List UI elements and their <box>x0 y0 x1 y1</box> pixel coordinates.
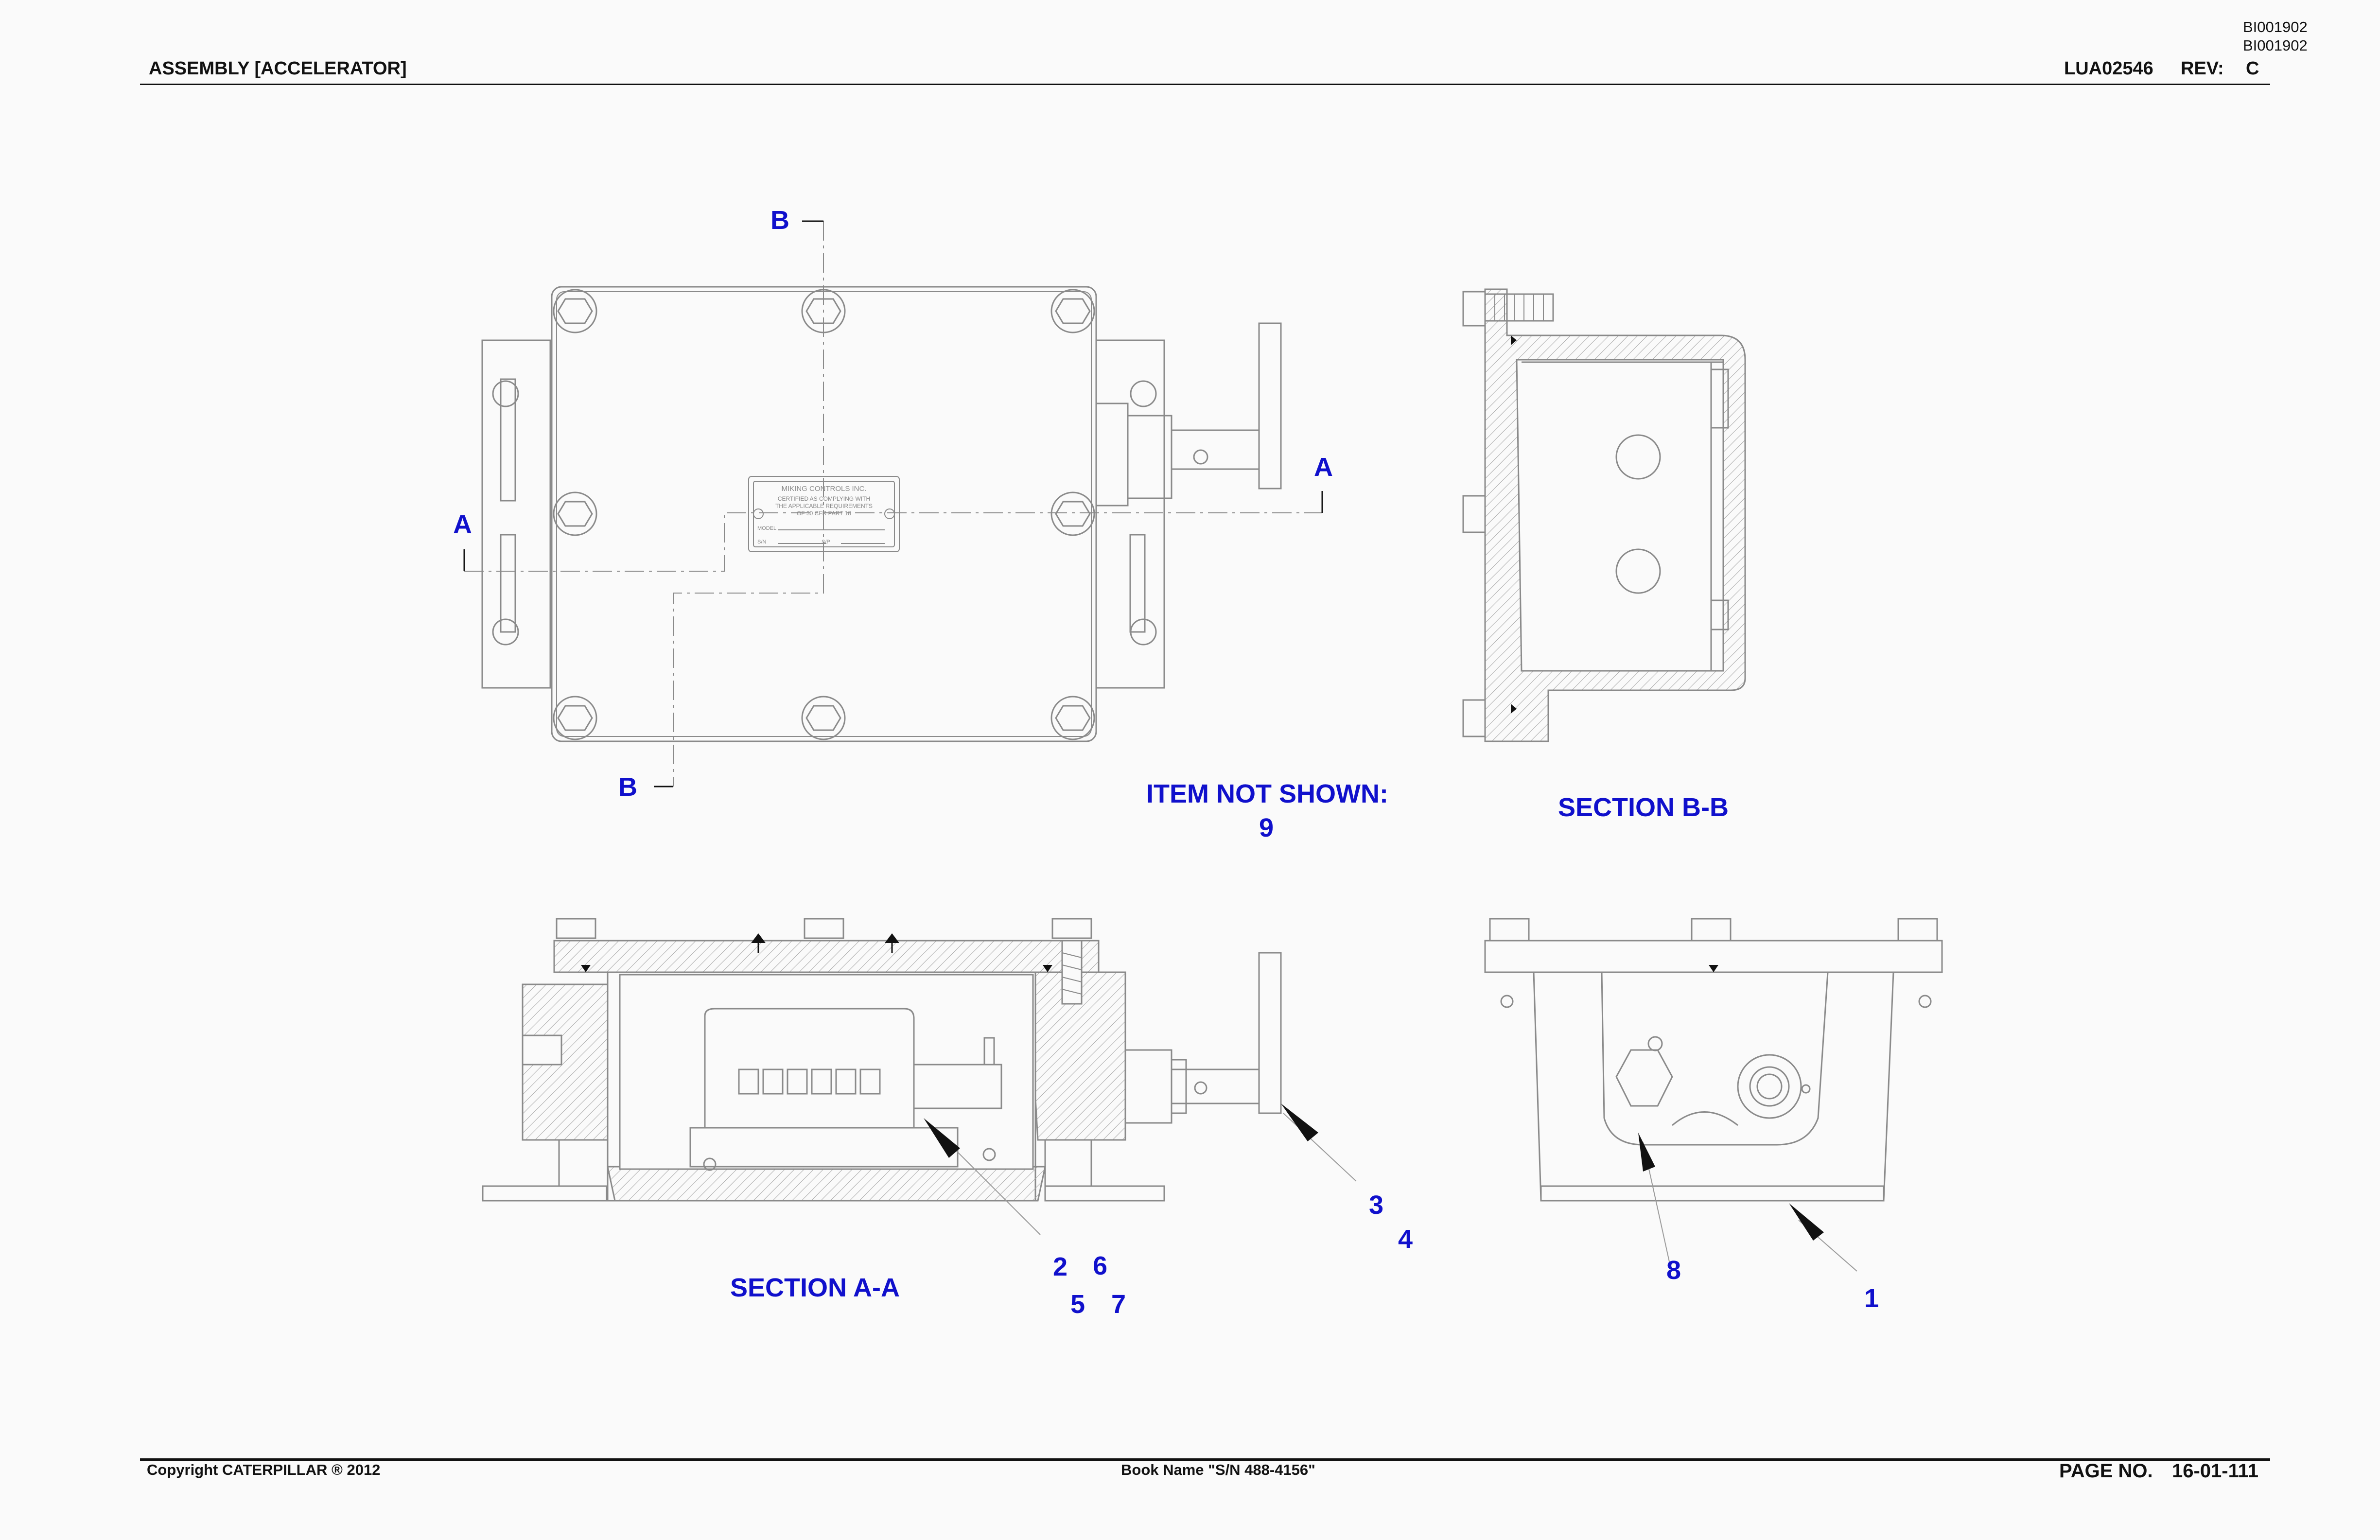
top-view-lever <box>1258 322 1282 490</box>
callout-4: 4 <box>1398 1225 1413 1254</box>
callout-6: 6 <box>1093 1251 1108 1280</box>
page-title: ASSEMBLY [ACCELERATOR] <box>149 58 407 79</box>
callout-5: 5 <box>1070 1290 1085 1319</box>
top-view-bolts <box>553 289 1095 740</box>
rev-label: REV: <box>2181 58 2224 79</box>
callout-1: 1 <box>1864 1284 1879 1313</box>
callout-7: 7 <box>1111 1290 1126 1319</box>
page-number-value: 16-01-111 <box>2172 1460 2258 1482</box>
copyright-text: Copyright CATERPILLAR ® 2012 <box>147 1461 381 1478</box>
item-not-shown-label: ITEM NOT SHOWN: <box>1146 779 1388 808</box>
section-marker-a-left: A <box>453 510 472 539</box>
callout-2: 2 <box>1053 1252 1068 1281</box>
nameplate-line-4: OF 30 CFR PART 18 <box>797 510 851 517</box>
section-aa-view <box>482 918 1282 1202</box>
rev-value: C <box>2246 58 2259 79</box>
page-number-label: PAGE NO. <box>2059 1460 2153 1482</box>
section-marker-b-bottom: B <box>618 772 637 802</box>
section-bb-view <box>1462 288 1746 742</box>
callout-3: 3 <box>1369 1190 1384 1220</box>
end-view <box>1484 918 1943 1202</box>
book-name: Book Name "S/N 488-4156" <box>1121 1461 1315 1478</box>
nameplate <box>748 476 900 552</box>
section-marker-a-right: A <box>1314 453 1333 482</box>
section-aa-title: SECTION A-A <box>730 1273 900 1302</box>
top-view <box>463 220 1323 788</box>
nameplate-sn: S/N <box>757 539 766 545</box>
footer-rule <box>140 1458 2270 1461</box>
part-number: LUA02546 <box>2064 58 2153 79</box>
header-rule <box>140 84 2270 85</box>
top-view-left-bracket <box>481 339 551 689</box>
nameplate-line-1: MIKING CONTROLS INC. <box>781 485 866 493</box>
callout-8: 8 <box>1666 1256 1681 1285</box>
section-bb-title: SECTION B-B <box>1558 793 1729 822</box>
nameplate-line-3: THE APPLICABLE REQUIREMENTS <box>775 503 873 509</box>
leader-arrows <box>924 1103 1824 1241</box>
drawing-id-2: BI001902 <box>2243 37 2308 54</box>
drawing-id-1: BI001902 <box>2243 18 2308 35</box>
nameplate-model: MODEL <box>757 525 776 531</box>
section-marker-b-top: B <box>770 206 789 235</box>
nameplate-sp: S/P <box>822 539 830 545</box>
nameplate-line-2: CERTIFIED AS COMPLYING WITH <box>778 495 870 502</box>
item-not-shown-value: 9 <box>1259 813 1274 842</box>
